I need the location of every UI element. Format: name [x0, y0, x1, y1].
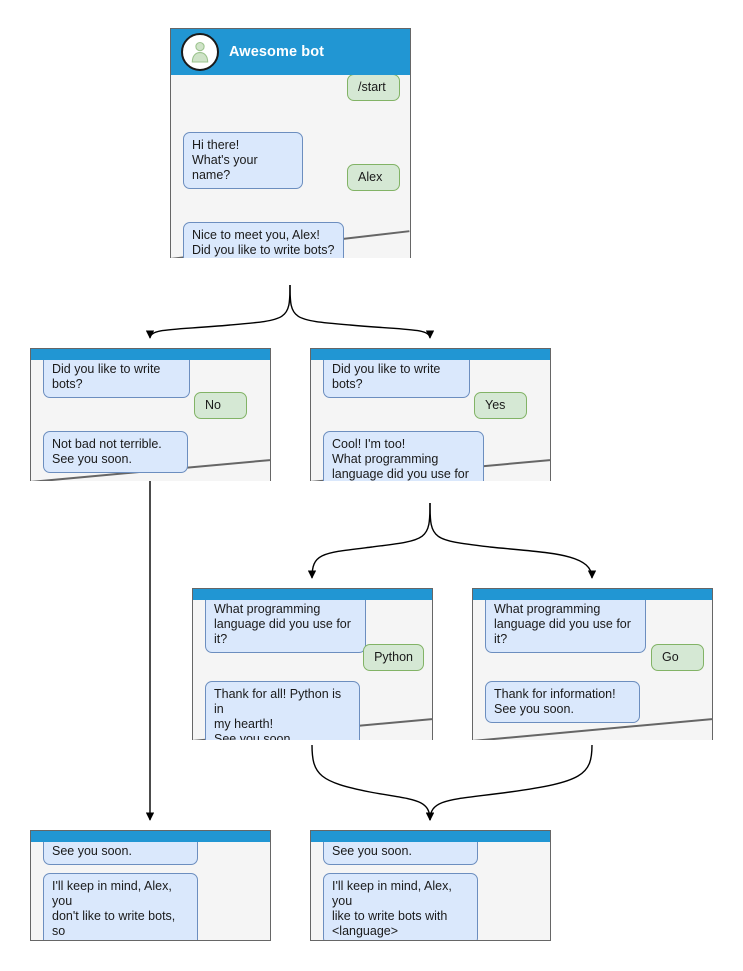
bot-message-bubble: Not bad not terrible. See you soon.: [43, 431, 188, 473]
person-avatar-icon: [181, 33, 219, 71]
chat-node-see-you-soon-glad[interactable]: See you soon. I'll keep in mind, Alex, yo…: [310, 830, 551, 941]
user-message-bubble: Python: [363, 644, 424, 671]
chat-node-awesome-bot-start[interactable]: Awesome bot/start Hi there! What's your n…: [170, 28, 411, 258]
node-header-bar: [193, 589, 432, 600]
node-header-bar: [31, 349, 270, 360]
edge-start-to-yes: [289, 284, 435, 339]
chat-node-see-you-soon-sad[interactable]: See you soon. I'll keep in mind, Alex, yo…: [30, 830, 271, 941]
node-header-bar: [31, 831, 270, 842]
user-message-bubble: Alex: [347, 164, 400, 191]
user-message-bubble: /start: [347, 74, 400, 101]
bot-message-bubble: See you soon.: [43, 838, 198, 865]
bot-message-bubble: What programming language did you use fo…: [485, 596, 646, 653]
edge-yes-to-python: [307, 502, 431, 579]
node-header-bar: Awesome bot: [171, 29, 410, 75]
user-message-bubble: No: [194, 392, 247, 419]
bot-message-bubble: Did you like to write bots?: [43, 356, 190, 398]
bot-message-bubble: Thank for information! See you soon.: [485, 681, 640, 723]
edge-yes-to-go: [429, 502, 597, 579]
bot-message-bubble: I'll keep in mind, Alex, you like to wri…: [323, 873, 478, 940]
node-header-bar: [473, 589, 712, 600]
bot-message-bubble: See you soon.: [323, 838, 478, 865]
user-message-bubble: Go: [651, 644, 704, 671]
node-header-bar: [311, 349, 550, 360]
edge-start-to-no: [145, 284, 291, 339]
bot-message-bubble: I'll keep in mind, Alex, you don't like …: [43, 873, 198, 940]
edge-python-to-bye-glad: [311, 744, 435, 821]
node-header-bar: [311, 831, 550, 842]
node-title: Awesome bot: [229, 44, 325, 60]
bot-message-bubble: Nice to meet you, Alex! Did you like to …: [183, 222, 344, 258]
bot-message-bubble: What programming language did you use fo…: [205, 596, 366, 653]
edge-go-to-bye-glad: [425, 744, 593, 821]
bot-message-bubble: Did you like to write bots?: [323, 356, 470, 398]
user-message-bubble: Yes: [474, 392, 527, 419]
chat-node-language-go[interactable]: What programming language did you use fo…: [472, 588, 713, 740]
chat-node-language-python[interactable]: What programming language did you use fo…: [192, 588, 433, 740]
bot-message-bubble: Cool! I'm too! What programming language…: [323, 431, 484, 481]
bot-message-bubble: Hi there! What's your name?: [183, 132, 303, 189]
bot-message-bubble: Thank for all! Python is in my hearth! S…: [205, 681, 360, 740]
